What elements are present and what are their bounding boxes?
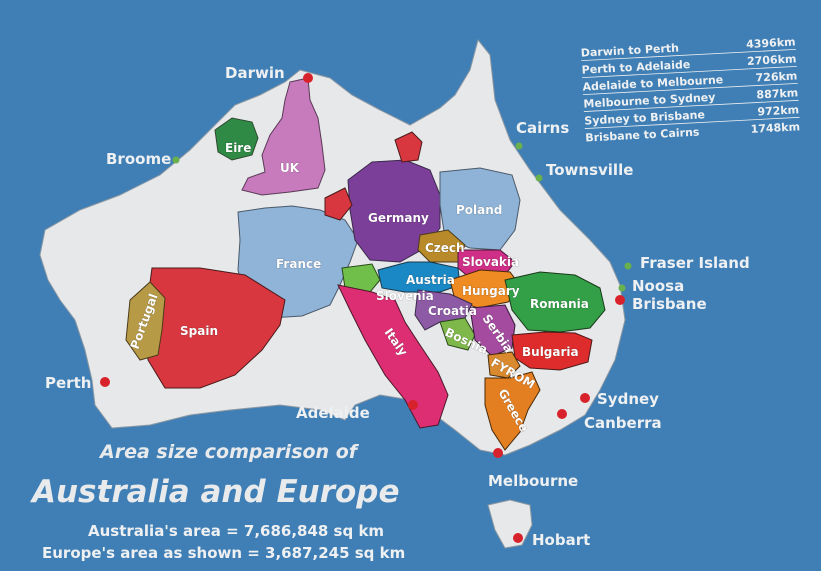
label-hungary: Hungary — [462, 284, 520, 298]
europe-area: Europe's area as shown = 3,687,245 sq km — [42, 544, 405, 562]
distance-divider — [584, 116, 800, 129]
distance-route-1: Perth to Adelaide — [581, 58, 690, 77]
label-brisbane: Brisbane — [632, 295, 707, 313]
label-czech: Czech — [425, 241, 465, 255]
label-townsville: Townsville — [546, 161, 633, 179]
townsville-marker — [535, 174, 543, 182]
label-germany: Germany — [368, 211, 429, 225]
label-cairns: Cairns — [516, 119, 569, 137]
label-bulgaria: Bulgaria — [522, 345, 579, 359]
sydney-marker — [580, 393, 590, 403]
distance-divider — [583, 99, 799, 112]
romania-shape — [504, 271, 606, 333]
hobart-marker — [513, 533, 523, 543]
distance-km-4: 972km — [757, 103, 799, 118]
noosa-marker — [618, 284, 626, 292]
label-broome: Broome — [106, 150, 171, 168]
australia-area: Australia's area = 7,686,848 sq km — [88, 522, 384, 540]
distance-km-0: 4396km — [746, 35, 796, 51]
benelux-shape — [324, 187, 353, 221]
distance-km-5: 1748km — [750, 120, 800, 136]
label-spain: Spain — [180, 324, 218, 338]
bulgaria-shape — [511, 331, 593, 371]
label-melbourne: Melbourne — [488, 472, 578, 490]
label-eire: Eire — [225, 141, 251, 155]
label-poland: Poland — [456, 203, 502, 217]
brisbane-marker — [615, 295, 625, 305]
serbia-shape — [469, 304, 516, 357]
adelaide-marker — [408, 400, 418, 410]
label-perth: Perth — [45, 374, 91, 392]
label-austria: Austria — [406, 273, 455, 287]
italy-shape — [337, 284, 449, 429]
perth-marker — [100, 377, 110, 387]
bosnia-shape — [439, 317, 476, 351]
broome-marker — [172, 156, 180, 164]
distance-divider — [581, 48, 796, 62]
label-darwin: Darwin — [225, 64, 285, 82]
distance-divider — [582, 82, 798, 96]
eire-shape — [214, 117, 259, 161]
distance-km-1: 2706km — [747, 52, 797, 68]
title-line-1: Area size comparison of — [98, 441, 360, 463]
denmark-shape — [394, 131, 423, 163]
cairns-marker — [515, 142, 523, 150]
distance-divider — [582, 65, 797, 79]
label-slovakia: Slovakia — [462, 255, 519, 269]
distance-km-2: 726km — [755, 69, 797, 84]
label-slovenia: Slovenia — [376, 289, 434, 303]
distance-route-4: Sydney to Brisbane — [584, 108, 705, 127]
label-noosa: Noosa — [632, 277, 684, 295]
melbourne-marker — [493, 448, 503, 458]
greece-shape — [484, 371, 541, 451]
fraser-island-marker — [624, 262, 632, 270]
distance-route-0: Darwin to Perth — [580, 42, 679, 60]
label-hobart: Hobart — [532, 531, 590, 549]
label-adelaide: Adelaide — [296, 404, 370, 422]
title-line-2: Australia and Europe — [29, 474, 400, 510]
label-fraser-island: Fraser Island — [640, 254, 750, 272]
label-romania: Romania — [530, 297, 589, 311]
distance-route-5: Brisbane to Cairns — [585, 126, 700, 145]
portugal-shape — [125, 281, 166, 361]
label-france: France — [276, 257, 321, 271]
darwin-marker — [303, 73, 313, 83]
uk-shape — [241, 77, 326, 196]
poland-shape — [439, 167, 521, 251]
label-croatia: Croatia — [428, 304, 477, 318]
label-sydney: Sydney — [597, 390, 659, 408]
fyrom-shape — [487, 351, 521, 379]
canberra-marker — [557, 409, 567, 419]
distance-km-3: 887km — [756, 86, 798, 101]
slovenia-shape — [341, 263, 381, 293]
label-canberra: Canberra — [584, 414, 662, 432]
label-uk: UK — [280, 161, 300, 175]
